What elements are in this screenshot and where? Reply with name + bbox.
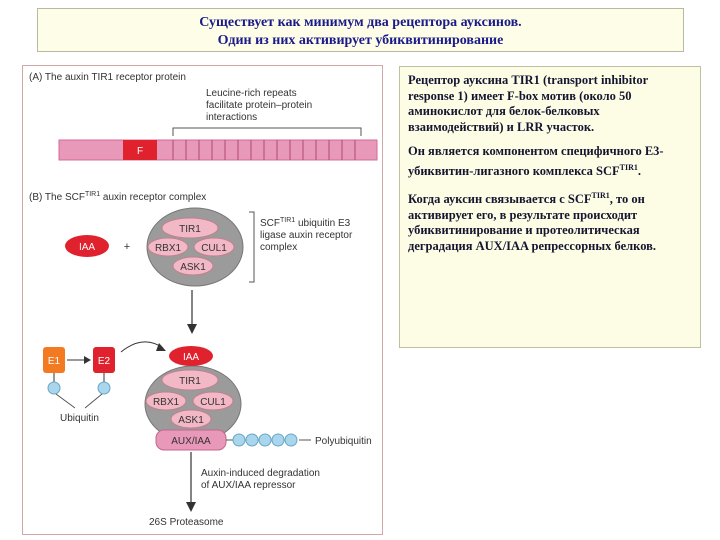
lrr-label-1: Leucine-rich repeats	[206, 88, 297, 99]
lrr-label-3: interactions	[206, 112, 257, 123]
panel-a-title: (A) The auxin TIR1 receptor protein	[29, 72, 186, 83]
e2-box	[93, 347, 115, 373]
iaa-label-2: IAA	[183, 352, 199, 363]
ask1-oval-2	[170, 409, 212, 429]
complex-label-3: complex	[260, 242, 297, 253]
ubiquitin-chain-4	[271, 433, 285, 447]
paragraph-auxin-binding: Когда ауксин связывается с SCFTIR1, то о…	[408, 191, 657, 253]
rbx1-oval-1	[147, 237, 189, 257]
tir1-oval-2	[161, 369, 219, 391]
lrr-segments	[172, 140, 356, 160]
rbx1-oval-2	[145, 391, 187, 411]
tir1-label-1: TIR1	[179, 224, 201, 235]
plus-sign: +	[124, 241, 130, 253]
panel-b-title: (B) The SCFTIR1 auxin receptor complex	[29, 191, 206, 203]
tir1-label-2: TIR1	[179, 376, 201, 387]
ask1-label-1: ASK1	[180, 262, 206, 273]
degradation-label-2: of AUX/IAA repressor	[201, 480, 296, 491]
ubiquitin-e1	[47, 381, 61, 395]
description-box: Рецептор ауксина TIR1 (transport inhibit…	[399, 66, 701, 348]
iaa-oval	[65, 235, 109, 257]
arrow-head-1	[187, 324, 197, 334]
ubiquitin-chain-1	[232, 433, 246, 447]
complex-label-2: ligase auxin receptor	[260, 230, 353, 241]
ubiquitin-chain-2	[245, 433, 259, 447]
iaa-label: IAA	[79, 242, 95, 253]
title-line-2: Один из них активирует убиквитинирование	[217, 33, 504, 48]
figure-panel: (A) The auxin TIR1 receptor protein Leuc…	[22, 65, 383, 535]
cul1-label-2: CUL1	[200, 397, 226, 408]
ask1-oval-1	[172, 256, 214, 276]
e1-label: E1	[48, 356, 61, 367]
complex-bracket	[249, 211, 255, 283]
cul1-oval-1	[193, 237, 235, 257]
e2-label: E2	[98, 356, 111, 367]
proteasome-label: 26S Proteasome	[149, 517, 224, 528]
ask1-label-2: ASK1	[178, 415, 204, 426]
polyubiquitin-chain	[226, 433, 298, 447]
polyubiquitin-label: Polyubiquitin	[315, 436, 372, 447]
arrow-head-2	[186, 502, 196, 512]
tir1-oval-1	[161, 217, 219, 239]
iaa-oval-2	[169, 346, 213, 366]
f-box-domain	[123, 140, 157, 160]
lrr-bracket	[172, 127, 362, 136]
title-box: Существует как минимум два рецептора аук…	[37, 8, 684, 52]
e2-arrow-head	[156, 343, 166, 351]
lrr-label-2: facilitate protein–protein	[206, 100, 312, 111]
complex-label-1: SCFTIR1 ubiquitin E3	[260, 217, 351, 229]
ubiquitin-chain-5	[284, 433, 298, 447]
aux-iaa-label: AUX/IAA	[171, 436, 211, 447]
ubiquitin-chain-3	[258, 433, 272, 447]
paragraph-tir1: Рецептор ауксина TIR1 (transport inhibit…	[408, 73, 648, 134]
ubiquitin-pointer-1	[55, 393, 76, 409]
rbx1-label-1: RBX1	[155, 243, 182, 254]
paragraph-complex: Он является компонентом специфичного Е3-…	[408, 144, 664, 178]
e1-box	[43, 347, 65, 373]
tir1-figure: (A) The auxin TIR1 receptor protein Leuc…	[29, 72, 378, 528]
f-box-label: F	[137, 146, 143, 157]
cul1-oval-2	[192, 391, 234, 411]
rbx1-label-2: RBX1	[153, 397, 180, 408]
e1-e2-arrow-head	[84, 356, 91, 364]
ubiquitin-e2	[97, 381, 111, 395]
ubiquitin-pointer-2	[84, 393, 103, 409]
ubiquitin-label: Ubiquitin	[60, 413, 99, 424]
title-line-1: Существует как минимум два рецептора аук…	[199, 15, 522, 30]
degradation-label-1: Auxin-induced degradation	[201, 468, 320, 479]
cul1-label-1: CUL1	[201, 243, 227, 254]
